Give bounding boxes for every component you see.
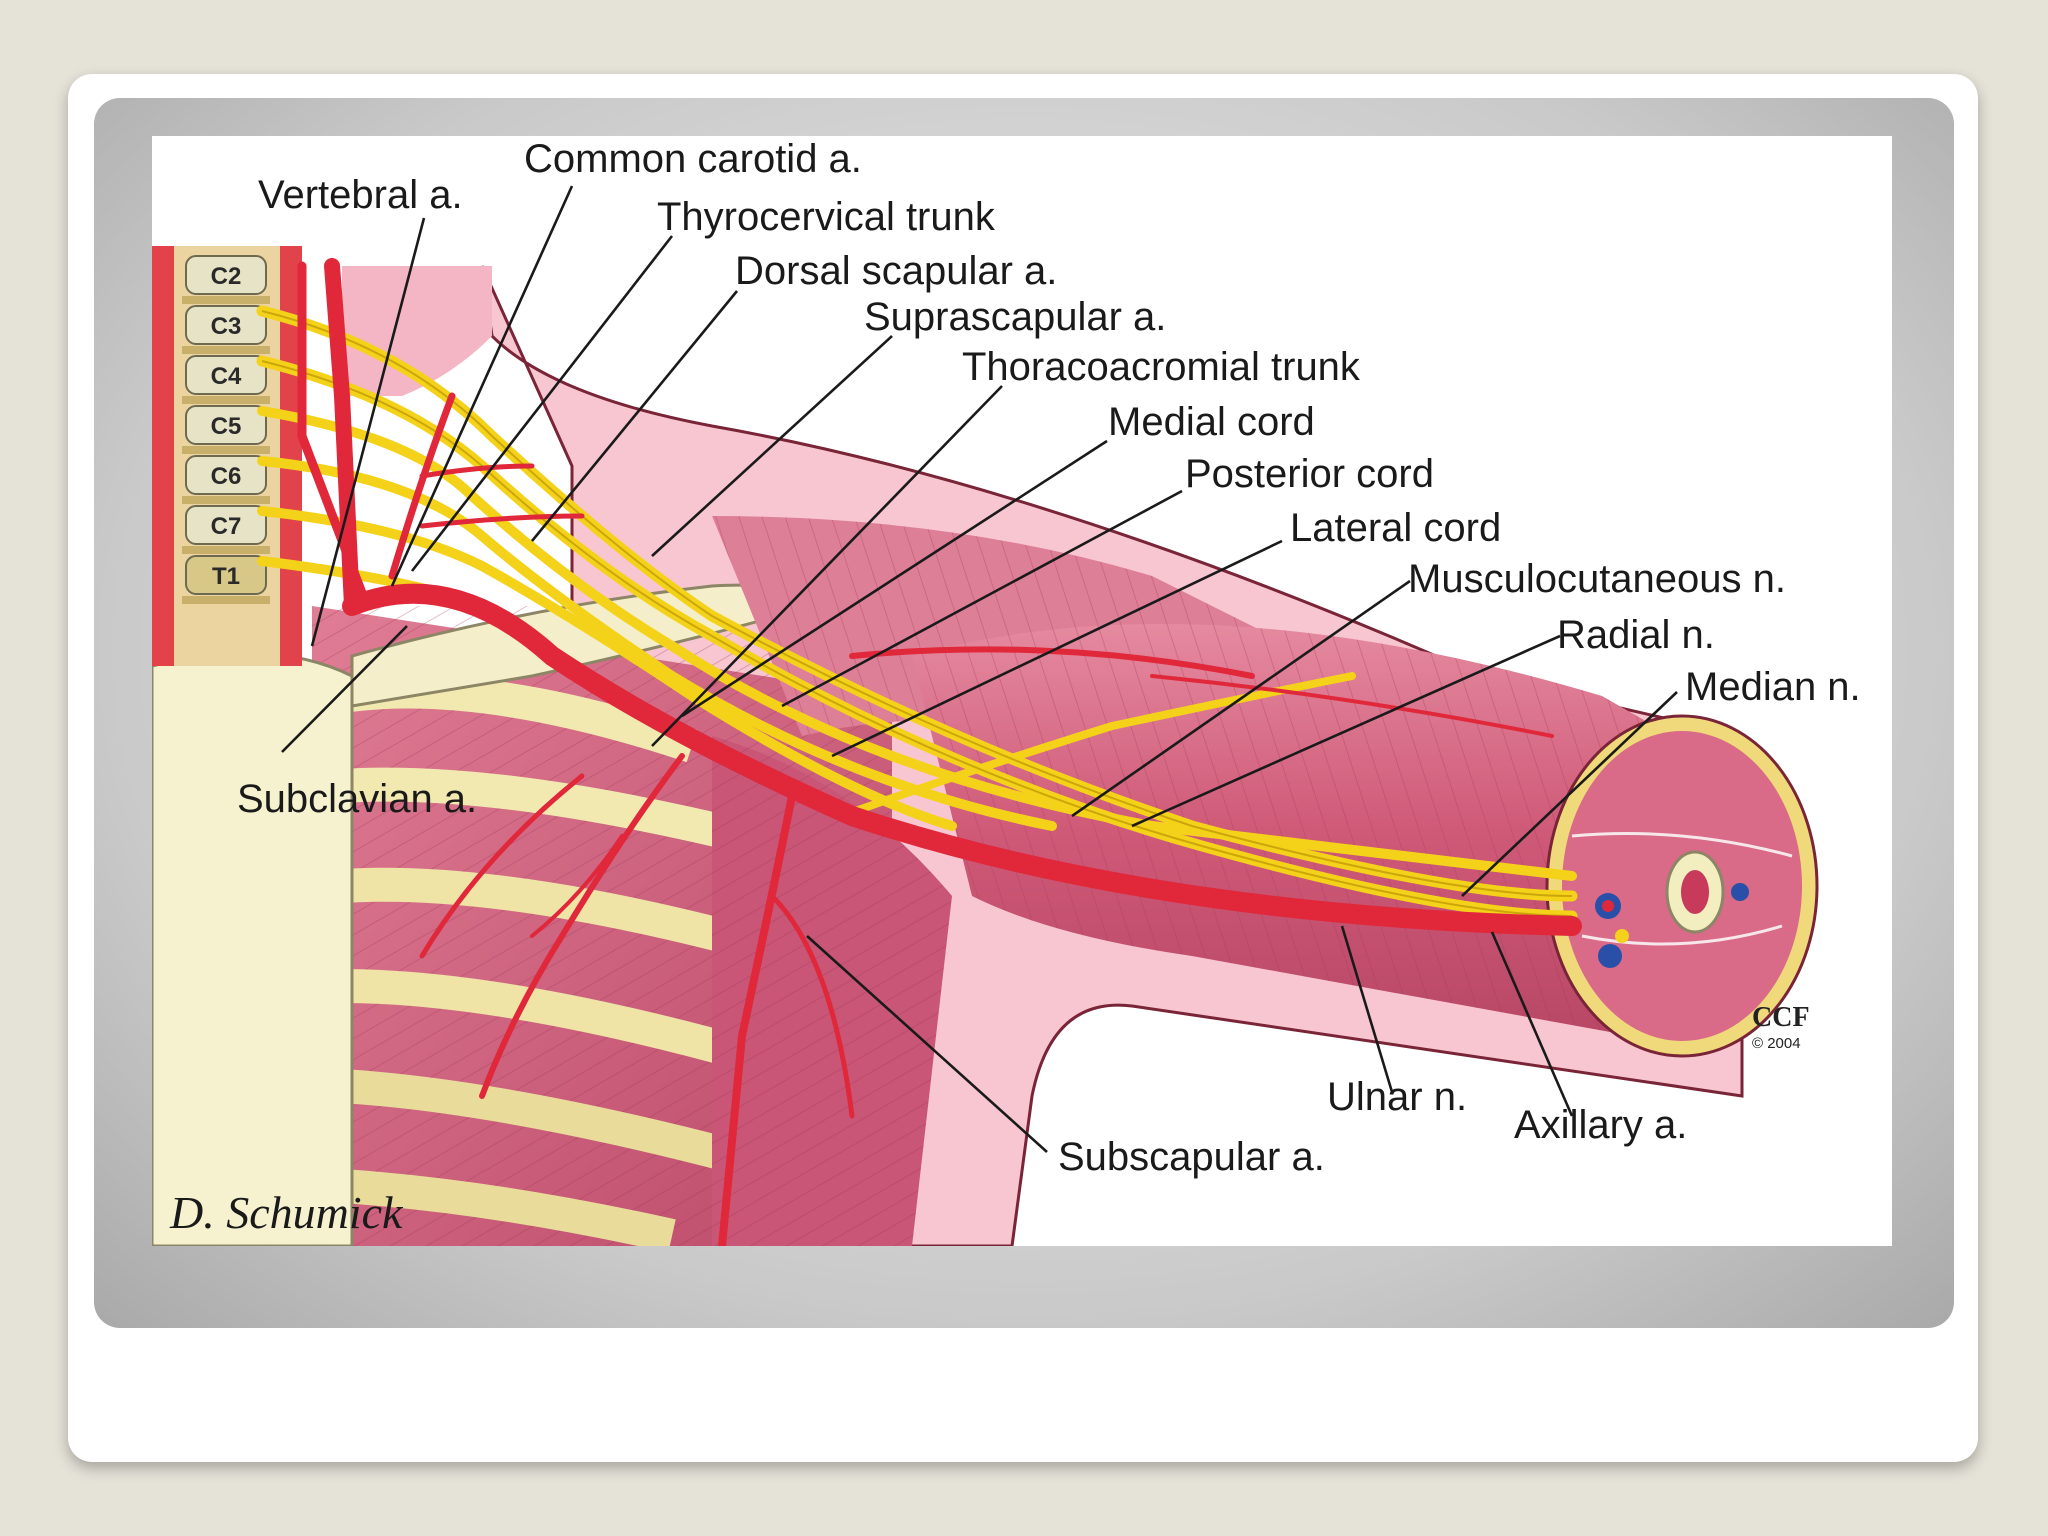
intervertebral-disc: [182, 296, 270, 304]
credit-year: © 2004: [1752, 1035, 1801, 1052]
label-musculocutaneous: Musculocutaneous n.: [1408, 557, 1786, 601]
vertebra-c4: C4: [182, 355, 270, 404]
label-median: Median n.: [1685, 665, 1861, 709]
label-ulnar: Ulnar n.: [1327, 1075, 1467, 1119]
vertebra-label: C4: [211, 363, 242, 390]
vertebra-label: C5: [211, 413, 242, 440]
vertebra-body: [185, 555, 267, 595]
label-thyrocervical: Thyrocervical trunk: [657, 195, 996, 239]
vertebra-body: [185, 305, 267, 345]
vertebra-c2: C2: [182, 255, 270, 304]
vertebra-c6: C6: [182, 455, 270, 504]
label-lateral-cord: Lateral cord: [1290, 506, 1501, 550]
ccf-credit: CCF © 2004: [1752, 1002, 1810, 1052]
vertebra-label: C3: [211, 313, 242, 340]
vertebra-c7: C7: [182, 505, 270, 554]
leader-lines: [281, 185, 1678, 1153]
vertebra-label: C2: [211, 263, 242, 290]
label-radial: Radial n.: [1557, 613, 1715, 657]
label-suprascapular: Suprascapular a.: [864, 295, 1166, 339]
credit-org: CCF: [1752, 1002, 1810, 1033]
label-dorsal-scapular: Dorsal scapular a.: [735, 249, 1057, 293]
vertebra-body: [185, 455, 267, 495]
intervertebral-disc: [182, 396, 270, 404]
thyrocervical-trunk: [388, 392, 456, 580]
label-thoracoacromial: Thoracoacromial trunk: [962, 345, 1361, 389]
artist-signature: D. Schumick: [169, 1187, 404, 1238]
anatomy-labels: Common carotid a. Vertebral a. Thyrocerv…: [237, 137, 1861, 1179]
vertebra-body: [185, 505, 267, 545]
subclavian-artery: [342, 583, 1582, 936]
arteries: [297, 258, 1582, 1246]
vertebra-body: [185, 255, 267, 295]
intervertebral-disc: [182, 496, 270, 504]
vertebra-c3: C3: [182, 305, 270, 354]
subscapular-artery: [718, 792, 796, 1246]
neck-skin: [342, 266, 492, 396]
label-medial-cord: Medial cord: [1108, 400, 1315, 444]
intervertebral-disc: [182, 346, 270, 354]
vertebral-artery: [297, 261, 372, 611]
label-subscapular: Subscapular a.: [1058, 1135, 1325, 1179]
vertebra-label: C6: [211, 463, 242, 490]
label-subclavian: Subclavian a.: [237, 777, 477, 821]
label-axillary: Axillary a.: [1514, 1103, 1687, 1147]
vertebra-c5: C5: [182, 405, 270, 454]
vertebra-body: [185, 405, 267, 445]
intervertebral-disc: [182, 596, 270, 604]
vertebra-label: C7: [211, 513, 242, 540]
vertebra-label: T1: [212, 563, 240, 590]
label-vertebral: Vertebral a.: [258, 173, 463, 217]
ribs: [339, 674, 767, 1246]
sternum: [152, 651, 354, 1246]
label-posterior-cord: Posterior cord: [1185, 452, 1434, 496]
common-carotid-artery: [324, 258, 360, 614]
label-common-carotid: Common carotid a.: [524, 137, 862, 181]
intervertebral-disc: [182, 546, 270, 554]
intervertebral-disc: [182, 446, 270, 454]
vertebra-t1: T1: [182, 555, 270, 604]
vertebra-body: [185, 355, 267, 395]
